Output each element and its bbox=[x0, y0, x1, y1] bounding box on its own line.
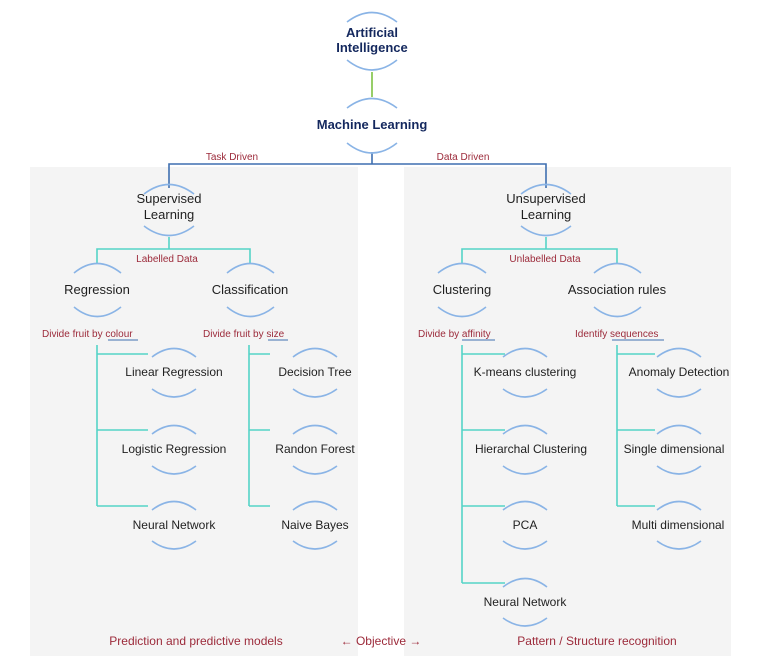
classification-node: Classification bbox=[212, 282, 289, 297]
leaf-neural-network-unsup: Neural Network bbox=[484, 595, 568, 609]
regression-note-key: colour bbox=[105, 329, 133, 340]
leaf-naive-bayes: Naive Bayes bbox=[281, 518, 348, 532]
unsupervised-node-arcs bbox=[520, 183, 572, 237]
supervised-node-line2: Learning bbox=[144, 207, 195, 222]
labelled-data-label: Labelled Data bbox=[136, 254, 198, 265]
leaf-multi-dimensional: Multi dimensional bbox=[632, 518, 725, 532]
supervised-connector bbox=[96, 237, 251, 263]
regression-node-arcs bbox=[73, 262, 122, 318]
leaf-pca: PCA bbox=[513, 518, 538, 532]
supervised-panel bbox=[30, 167, 358, 656]
leaf-randon-forest: Randon Forest bbox=[275, 442, 355, 456]
classification-note: Divide fruit by size bbox=[203, 329, 285, 340]
classification-node-arcs bbox=[226, 262, 275, 318]
task-driven-label: Task Driven bbox=[206, 152, 258, 163]
ml-branch-connector bbox=[168, 152, 547, 188]
unlabelled-data-label: Unlabelled Data bbox=[509, 254, 581, 265]
supervised-node-line1: Supervised bbox=[136, 191, 201, 206]
ml-node: Machine Learning bbox=[317, 117, 428, 132]
supervised-node-arcs bbox=[143, 183, 195, 237]
leaf-hierarchal-clustering: Hierarchal Clustering bbox=[475, 442, 587, 456]
ai-node-line1: Artificial bbox=[346, 25, 398, 40]
leaf-decision-tree: Decision Tree bbox=[278, 365, 352, 379]
association-node-arcs bbox=[593, 262, 642, 318]
footer-left-label: Prediction and predictive models bbox=[109, 634, 282, 648]
leaf-logistic-regression: Logistic Regression bbox=[122, 442, 227, 456]
ml-node-arcs bbox=[346, 97, 398, 154]
leaf-kmeans-clustering: K-means clustering bbox=[474, 365, 577, 379]
regression-note: Divide fruit by colour bbox=[42, 329, 133, 340]
regression-node: Regression bbox=[64, 282, 130, 297]
leaf-anomaly-detection: Anomaly Detection bbox=[629, 365, 730, 379]
footer-objective-label: ← Objective → bbox=[341, 634, 422, 648]
leaf-single-dimensional: Single dimensional bbox=[624, 442, 725, 456]
unsupervised-node-line1: Unsupervised bbox=[506, 191, 586, 206]
leaf-arcs bbox=[151, 347, 702, 627]
unsupervised-panel bbox=[404, 167, 731, 656]
clustering-node-arcs bbox=[437, 262, 487, 318]
clustering-note-key: affinity bbox=[462, 329, 491, 340]
association-rules-node: Association rules bbox=[568, 282, 667, 297]
association-note: Identify sequences bbox=[575, 329, 658, 340]
regression-leaf-connector bbox=[96, 345, 148, 507]
clustering-leaf-connector bbox=[461, 345, 505, 584]
association-leaf-connector bbox=[616, 345, 655, 507]
classification-note-key: size bbox=[266, 329, 284, 340]
leaf-linear-regression: Linear Regression bbox=[125, 365, 222, 379]
unsupervised-connector bbox=[461, 237, 618, 263]
classification-leaf-connector bbox=[248, 345, 270, 507]
clustering-note: Divide by affinity bbox=[418, 329, 491, 340]
leaf-neural-network: Neural Network bbox=[133, 518, 217, 532]
footer-right-label: Pattern / Structure recognition bbox=[517, 634, 676, 648]
unsupervised-node-line2: Learning bbox=[521, 207, 572, 222]
ai-node-line2: Intelligence bbox=[336, 40, 408, 55]
ai-node-arcs bbox=[346, 11, 398, 71]
association-note-key: sequences bbox=[610, 329, 658, 340]
data-driven-label: Data Driven bbox=[437, 152, 490, 163]
clustering-node: Clustering bbox=[433, 282, 492, 297]
